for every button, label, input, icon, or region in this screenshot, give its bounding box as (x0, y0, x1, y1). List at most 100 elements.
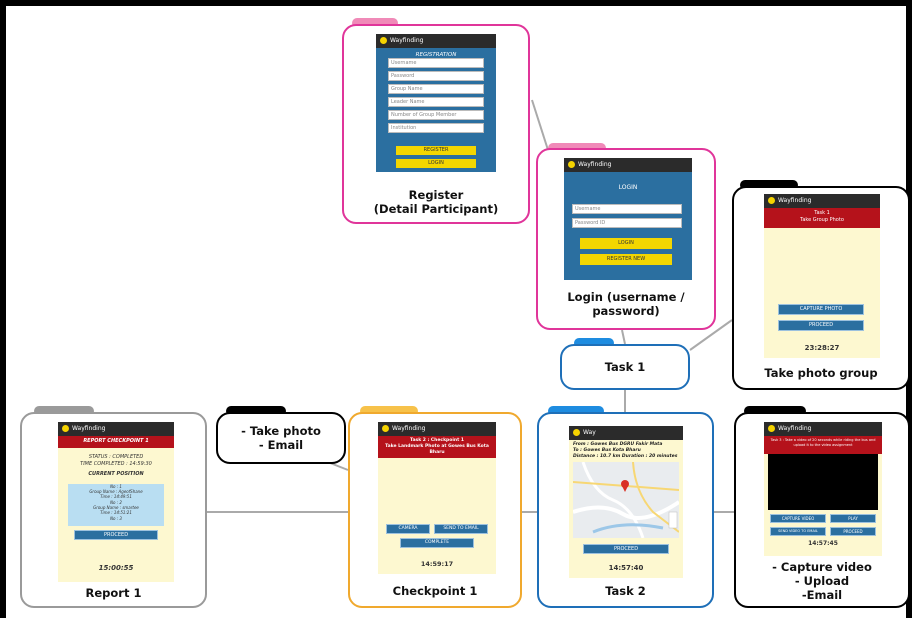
route-info: From : Gowes Bus DGRU Fakir Mata To : Go… (569, 440, 683, 462)
app-logo-icon (382, 425, 389, 432)
username-field[interactable]: Username (572, 204, 682, 214)
app-name: Wayfinding (778, 197, 812, 204)
app-name: Wayfinding (390, 37, 424, 44)
app-logo-icon (380, 37, 387, 44)
capture-video-tab (744, 406, 806, 416)
register-field[interactable]: Institution (388, 123, 484, 133)
timer: 14:57:40 (608, 564, 644, 572)
app-name: Wayfinding (72, 425, 106, 432)
checkpoint-phone: Wayfinding Task 2 : Checkpoint 1 Take La… (378, 422, 496, 574)
login-card: Wayfinding LOGIN Username Password ID LO… (536, 148, 716, 330)
checkpoint-caption: Checkpoint 1 (392, 584, 478, 598)
login-caption: Login (username / password) (567, 290, 685, 318)
proceed-button[interactable]: PROCEED (778, 320, 864, 331)
report-title: REPORT CHECKPOINT 1 (58, 436, 174, 448)
register-field[interactable]: Leader Name (388, 97, 484, 107)
edge-login-task1 (621, 329, 626, 345)
app-name: Wayfinding (778, 425, 812, 432)
capture-video-caption: - Capture video - Upload -Email (772, 560, 872, 602)
task-title: Task 1 Take Group Photo (764, 208, 880, 228)
register-field[interactable]: Number of Group Member (388, 110, 484, 120)
route-to: To : Gowes Bus Kota Bharu (573, 448, 641, 453)
task-title: Task 2 : Checkpoint 1 Take Landmark Phot… (378, 436, 496, 458)
edge-task1-photogroup (689, 319, 733, 351)
checkpoint-tab (360, 406, 418, 416)
register-field[interactable]: Password (388, 71, 484, 81)
report-time: TIME COMPLETED : 14:59:30 (80, 461, 152, 467)
timer: 15:00:55 (98, 564, 134, 572)
register-caption: Register (Detail Participant) (373, 188, 499, 216)
app-bar: Wayfinding (376, 34, 496, 48)
edge-register-login (531, 99, 549, 151)
report-phone: Wayfinding REPORT CHECKPOINT 1 STATUS : … (58, 422, 174, 582)
task1-caption: Task 1 (604, 360, 646, 374)
report-status: STATUS : COMPLETED (88, 454, 144, 460)
register-heading: REGISTRATION (415, 52, 457, 58)
app-bar: Wayfinding (764, 194, 880, 208)
app-logo-icon (768, 197, 775, 204)
position-list: No : 1 Group Name : AgeofShane Time : 14… (68, 484, 164, 526)
proceed-button[interactable]: PROCEED (74, 530, 158, 540)
task1-tab (574, 338, 614, 348)
route-map[interactable] (573, 462, 679, 538)
login-button[interactable]: LOGIN (580, 238, 672, 249)
task2-card: Way From : Gowes Bus DGRU Fakir Mata To … (537, 412, 714, 608)
route-distance: Distance : 10.7 km Duration : 20 minutes (573, 454, 678, 459)
app-bar: Wayfinding (58, 422, 174, 436)
photo-group-tab (740, 180, 798, 190)
app-bar: Way (569, 426, 683, 440)
play-button[interactable]: PLAY (830, 514, 876, 523)
photo-email-tab (226, 406, 286, 416)
position-entry: No : 3 (110, 516, 122, 521)
app-name: Way (583, 429, 596, 436)
photo-group-card: Wayfinding Task 1 Take Group Photo CAPTU… (732, 186, 910, 390)
video-preview (768, 454, 878, 510)
checkpoint-card: Wayfinding Task 2 : Checkpoint 1 Take La… (348, 412, 522, 608)
login-heading: LOGIN (618, 184, 638, 191)
task2-phone: Way From : Gowes Bus DGRU Fakir Mata To … (569, 426, 683, 578)
report-card: Wayfinding REPORT CHECKPOINT 1 STATUS : … (20, 412, 207, 608)
login-button[interactable]: LOGIN (396, 159, 476, 168)
current-position: CURRENT POSITION (88, 471, 144, 477)
photo-group-phone: Wayfinding Task 1 Take Group Photo CAPTU… (764, 194, 880, 358)
register-new-button[interactable]: REGISTER NEW (580, 254, 672, 265)
task-title: Task 3 : Take a video of 20 seconds whil… (764, 436, 882, 454)
report-tab (34, 406, 94, 416)
position-entry: No : 1 Group Name : AgeofShane Time : 14… (89, 484, 143, 499)
capture-video-card: Wayfinding Task 3 : Take a video of 20 s… (734, 412, 910, 608)
capture-video-phone: Wayfinding Task 3 : Take a video of 20 s… (764, 422, 882, 556)
timer: 14:59:17 (420, 560, 454, 568)
photo-email-card: - Take photo - Email (216, 412, 346, 464)
login-phone: Wayfinding LOGIN Username Password ID LO… (564, 158, 692, 280)
task2-caption: Task 2 (605, 584, 646, 598)
photo-email-caption: - Take photo - Email (241, 424, 321, 452)
complete-button[interactable]: COMPLETE (400, 538, 474, 548)
app-logo-icon (62, 425, 69, 432)
proceed-button[interactable]: PROCEED (583, 544, 669, 554)
proceed-button[interactable]: PROCEED (830, 527, 876, 536)
password-field[interactable]: Password ID (572, 218, 682, 228)
app-bar: Wayfinding (564, 158, 692, 172)
send-video-email-button[interactable]: SEND VIDEO TO EMAIL (770, 527, 826, 536)
register-field[interactable]: Group Name (388, 84, 484, 94)
task1-card: Task 1 (560, 344, 690, 390)
position-entry: No : 2 Group Name : smartee Time : 14:51… (93, 500, 139, 515)
send-email-button[interactable]: SEND TO EMAIL (434, 524, 488, 534)
app-bar: Wayfinding (378, 422, 496, 436)
register-tab (352, 18, 398, 28)
capture-photo-button[interactable]: CAPTURE PHOTO (778, 304, 864, 315)
timer: 14:57:45 (808, 540, 838, 547)
app-logo-icon (568, 161, 575, 168)
photo-group-caption: Take photo group (764, 366, 878, 380)
app-logo-icon (768, 425, 775, 432)
report-caption: Report 1 (85, 586, 142, 600)
register-field[interactable]: Username (388, 58, 484, 68)
task2-tab (548, 406, 604, 416)
camera-button[interactable]: CAMERA (386, 524, 430, 534)
capture-video-button[interactable]: CAPTURE VIDEO (770, 514, 826, 523)
app-name: Wayfinding (578, 161, 612, 168)
register-button[interactable]: REGISTER (396, 146, 476, 155)
